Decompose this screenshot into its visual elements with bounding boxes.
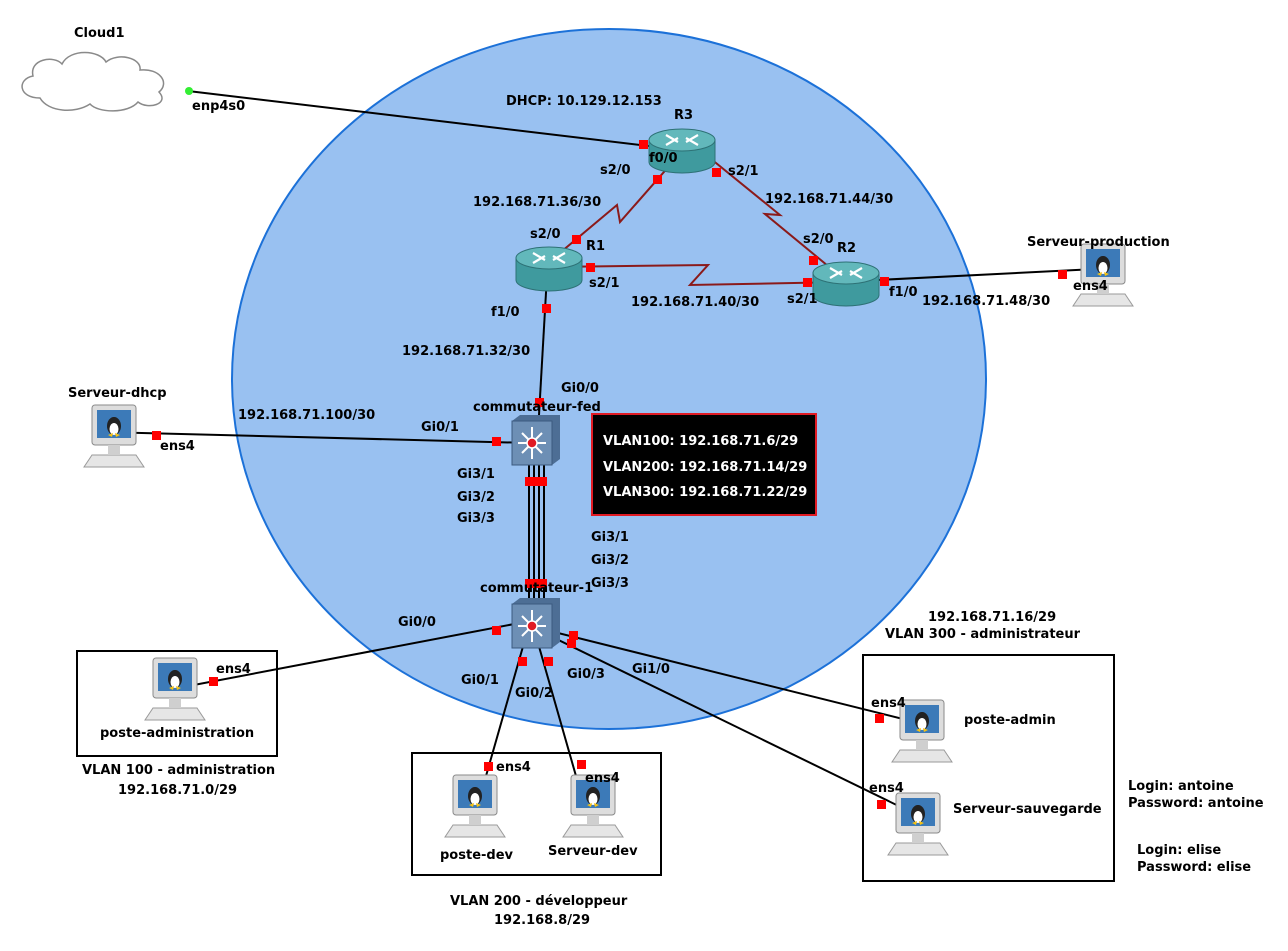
- port-label: s2/1: [728, 164, 759, 179]
- port-label: Gi1/0: [632, 662, 670, 677]
- vlan300-name: VLAN 300 - administrateur: [885, 627, 1081, 642]
- port-up-dot: [185, 87, 193, 95]
- dhcp-address-label: DHCP: 10.129.12.153: [506, 94, 662, 109]
- port-label: f1/0: [889, 285, 918, 300]
- port-label: s2/0: [530, 227, 561, 242]
- port-label: Gi0/1: [421, 420, 459, 435]
- port-label: Gi0/0: [398, 615, 436, 630]
- switch-commutateur-1[interactable]: [511, 597, 561, 649]
- port-label: s2/0: [600, 163, 631, 178]
- router-r2[interactable]: [811, 260, 881, 308]
- credential-login-2: Login: elise: [1137, 843, 1221, 858]
- pc-serveur-dhcp[interactable]: [83, 404, 145, 468]
- port-label: enp4s0: [192, 99, 245, 114]
- info-line-3: VLAN300: 192.168.71.22/29: [603, 485, 807, 500]
- switch-commutateur-fed[interactable]: [511, 414, 561, 466]
- port-label: Gi0/0: [561, 381, 599, 396]
- credential-password-1: Password: antoine: [1128, 796, 1264, 811]
- vlan100-network: 192.168.71.0/29: [118, 783, 237, 798]
- port-label: ens4: [585, 771, 620, 786]
- port-label: Gi3/3: [591, 576, 629, 591]
- subnet-label: 192.168.71.100/30: [238, 408, 375, 423]
- credential-login-1: Login: antoine: [1128, 779, 1234, 794]
- label-commutateur-fed: commutateur-fed: [473, 400, 601, 415]
- port-label: ens4: [160, 439, 195, 454]
- port-label: Gi0/1: [461, 673, 499, 688]
- port-label: ens4: [1073, 279, 1108, 294]
- port-label: ens4: [869, 781, 904, 796]
- vlan100-name: VLAN 100 - administration: [82, 763, 275, 778]
- pc-serveur-sauvegarde[interactable]: [887, 792, 949, 856]
- vlan300-network: 192.168.71.16/29: [928, 610, 1056, 625]
- vlan200-box: [411, 752, 662, 876]
- label-r2: R2: [837, 241, 856, 256]
- port-label: Gi3/2: [457, 490, 495, 505]
- label-r1: R1: [586, 239, 605, 254]
- network-zone: [231, 28, 987, 730]
- router-r1[interactable]: [514, 245, 584, 293]
- credential-password-2: Password: elise: [1137, 860, 1251, 875]
- cloud-icon[interactable]: [21, 51, 165, 112]
- label-cloud1: Cloud1: [74, 26, 125, 41]
- subnet-label: 192.168.71.48/30: [922, 294, 1050, 309]
- vlan300-box: [862, 654, 1115, 882]
- label-serveur-dev: Serveur-dev: [548, 844, 638, 859]
- pc-serveur-production[interactable]: [1072, 243, 1134, 307]
- port-markers: [152, 140, 1067, 809]
- port-label: Gi0/3: [567, 667, 605, 682]
- port-label: Gi3/1: [457, 467, 495, 482]
- vlan200-name: VLAN 200 - développeur: [450, 894, 628, 909]
- serial-links: [548, 147, 846, 287]
- label-r3: R3: [674, 108, 693, 123]
- subnet-label: 192.168.71.32/30: [402, 344, 530, 359]
- label-poste-dev: poste-dev: [440, 848, 514, 863]
- port-label: s2/1: [589, 276, 620, 291]
- port-label: Gi3/1: [591, 530, 629, 545]
- pc-poste-administration[interactable]: [144, 657, 206, 721]
- label-commutateur-1: commutateur-1: [480, 581, 593, 596]
- port-label: ens4: [871, 696, 906, 711]
- subnet-label: 192.168.71.36/30: [473, 195, 601, 210]
- vlan200-network: 192.168.8/29: [494, 913, 590, 928]
- label-serveur-sauvegarde: Serveur-sauvegarde: [953, 802, 1102, 817]
- label-serveur-dhcp: Serveur-dhcp: [68, 386, 167, 401]
- port-label: s2/1: [787, 292, 818, 307]
- port-label: f1/0: [491, 305, 520, 320]
- pc-poste-dev[interactable]: [444, 774, 506, 838]
- info-line-1: VLAN100: 192.168.71.6/29: [603, 434, 798, 449]
- vlan-gateway-box: [591, 413, 817, 516]
- subnet-label: 192.168.71.44/30: [765, 192, 893, 207]
- port-label: Gi0/2: [515, 686, 553, 701]
- port-label: f0/0: [649, 151, 678, 166]
- port-label: s2/0: [803, 232, 834, 247]
- vlan100-box: [76, 650, 278, 757]
- port-label: Gi3/2: [591, 553, 629, 568]
- subnet-label: 192.168.71.40/30: [631, 295, 759, 310]
- port-label: ens4: [216, 662, 251, 677]
- label-poste-administration: poste-administration: [100, 726, 254, 741]
- label-serveur-production: Serveur-production: [1027, 235, 1170, 250]
- info-line-2: VLAN200: 192.168.71.14/29: [603, 460, 807, 475]
- port-label: Gi3/3: [457, 511, 495, 526]
- label-poste-admin: poste-admin: [964, 713, 1056, 728]
- port-label: ens4: [496, 760, 531, 775]
